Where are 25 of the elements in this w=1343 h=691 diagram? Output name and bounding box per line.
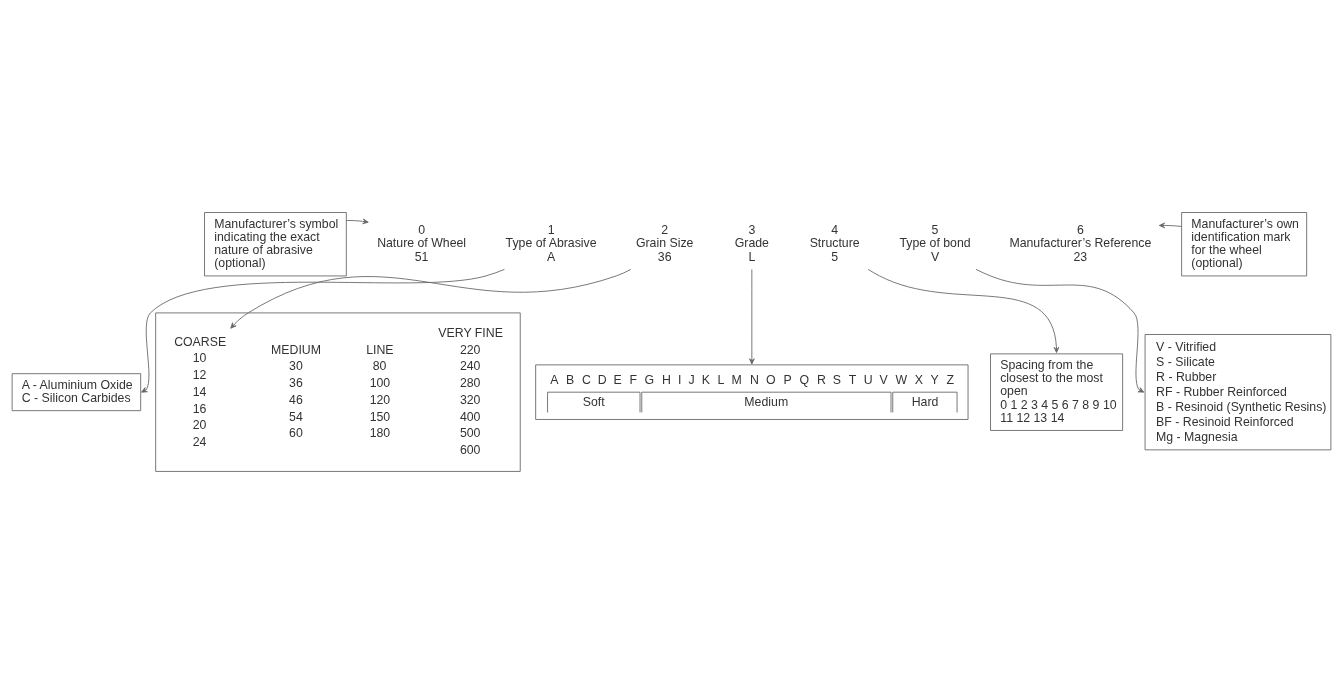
node-text: 1 Type of Abrasive A <box>505 223 597 264</box>
node-text: 0 Nature of Wheel 51 <box>377 223 467 264</box>
arrow <box>1158 222 1182 229</box>
node-box: V - Vitrified S - Silicate R - Rubber RF - Rubber Reinforced B - Resinoid (Synthetic Resins) BF - Resinoid Reinforced Mg - Magnesia <box>1144 334 1332 451</box>
node-text: MEDIUM 30 36 46 54 60 <box>271 342 321 441</box>
node-text: 4 Structure 5 <box>809 223 860 264</box>
node-text: 3 Grade L <box>734 223 769 264</box>
node-box: A B C D E F G H I J K L M N O P Q R S T U V W X Y Z Soft Medium Hard <box>535 364 969 420</box>
node-text: 2 Grain Size 36 <box>635 223 694 264</box>
arrow <box>867 268 1060 353</box>
node-box: Spacing from the closest to the most open 0 1 2 3 4 5 6 7 8 9 10 11 12 13 14 <box>990 353 1124 431</box>
node-text: COARSE 10 12 14 16 20 24 <box>174 334 227 450</box>
node-box: Manufacturer’s own identification mark for the wheel (optional) <box>1181 212 1308 277</box>
node-box: Manufacturer’s symbol indicating the exact nature of abrasive (optional) <box>204 212 347 277</box>
arrow <box>230 268 632 329</box>
arrow <box>975 268 1145 393</box>
node-text: LINE 80 100 120 150 180 <box>366 342 394 441</box>
node-text: 6 Manufacturer’s Reference 23 <box>1009 223 1152 264</box>
arrow <box>749 269 755 365</box>
node-text: VERY FINE 220 240 280 320 400 500 600 <box>438 325 503 457</box>
arrow <box>346 218 369 225</box>
node-text: 5 Type of bond V <box>899 223 971 264</box>
node-box: A - Aluminium Oxide C - Silicon Carbides <box>11 373 142 412</box>
cluster <box>155 312 521 472</box>
arrow <box>141 268 505 393</box>
